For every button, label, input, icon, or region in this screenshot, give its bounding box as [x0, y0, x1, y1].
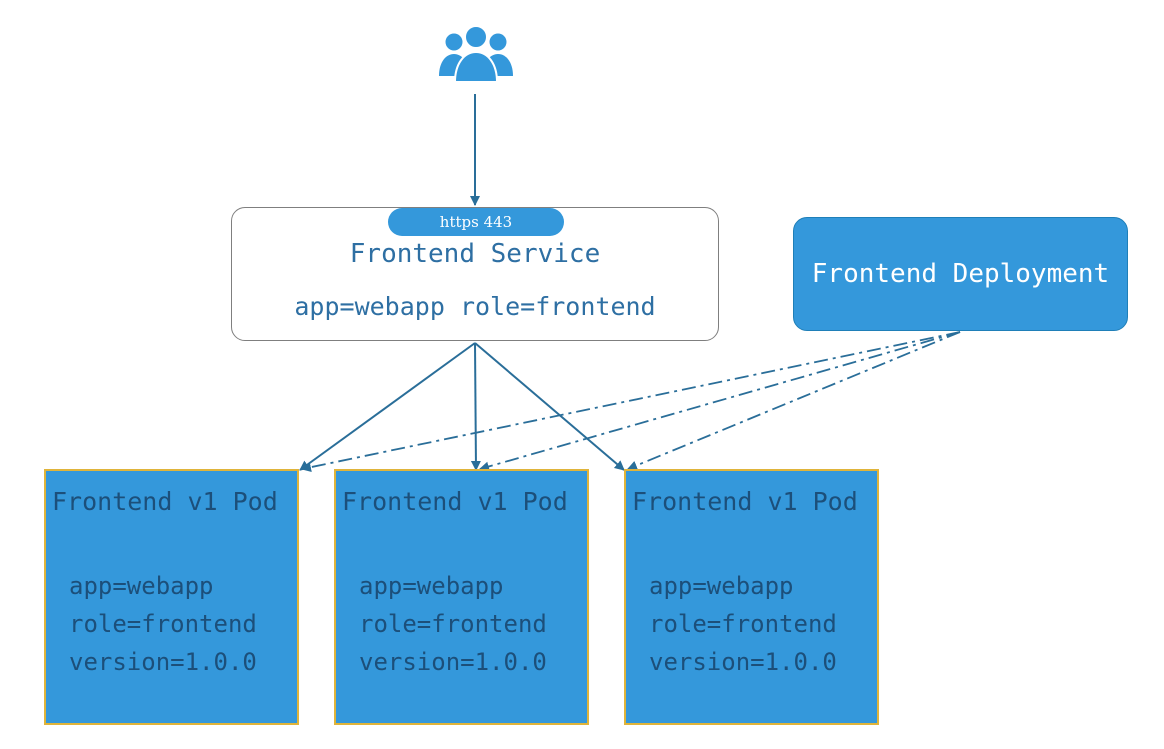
- service-to-pod-3-arrow: [474, 342, 625, 471]
- service-selector-label: app=webapp role=frontend: [294, 292, 656, 321]
- frontend-pod-1: Frontend v1 Pod app=webapp role=frontend…: [44, 469, 299, 725]
- pod-label-version: version=1.0.0: [359, 648, 547, 676]
- pod-label-role: role=frontend: [359, 610, 547, 638]
- pod-labels: app=webapp role=frontend version=1.0.0: [69, 567, 257, 681]
- pod-label-app: app=webapp: [69, 572, 214, 600]
- pod-label-version: version=1.0.0: [69, 648, 257, 676]
- pod-label-role: role=frontend: [69, 610, 257, 638]
- pod-label-version: version=1.0.0: [649, 648, 837, 676]
- deployment-to-pod-3-arrow: [627, 331, 961, 471]
- service-port-badge: https 443: [388, 208, 564, 236]
- pod-label-app: app=webapp: [649, 572, 794, 600]
- pod-labels: app=webapp role=frontend version=1.0.0: [649, 567, 837, 681]
- frontend-deployment-box: [793, 217, 1128, 331]
- service-title: Frontend Service: [349, 239, 601, 269]
- deployment-to-pod-1-arrow: [301, 331, 961, 473]
- frontend-pod-3: Frontend v1 Pod app=webapp role=frontend…: [624, 469, 879, 725]
- deployment-title: Frontend Deployment: [811, 259, 1110, 289]
- pod-labels: app=webapp role=frontend version=1.0.0: [359, 567, 547, 681]
- deployment-to-pod-2-arrow: [479, 331, 961, 472]
- service-to-pod-2-arrow: [470, 342, 481, 471]
- pod-title: Frontend v1 Pod: [342, 487, 568, 516]
- pod-label-app: app=webapp: [359, 572, 504, 600]
- pod-title: Frontend v1 Pod: [52, 487, 278, 516]
- pod-label-role: role=frontend: [649, 610, 837, 638]
- users-group-icon: [439, 25, 513, 83]
- frontend-pod-2: Frontend v1 Pod app=webapp role=frontend…: [334, 469, 589, 725]
- service-to-pod-1-arrow: [299, 342, 476, 471]
- pod-title: Frontend v1 Pod: [632, 487, 858, 516]
